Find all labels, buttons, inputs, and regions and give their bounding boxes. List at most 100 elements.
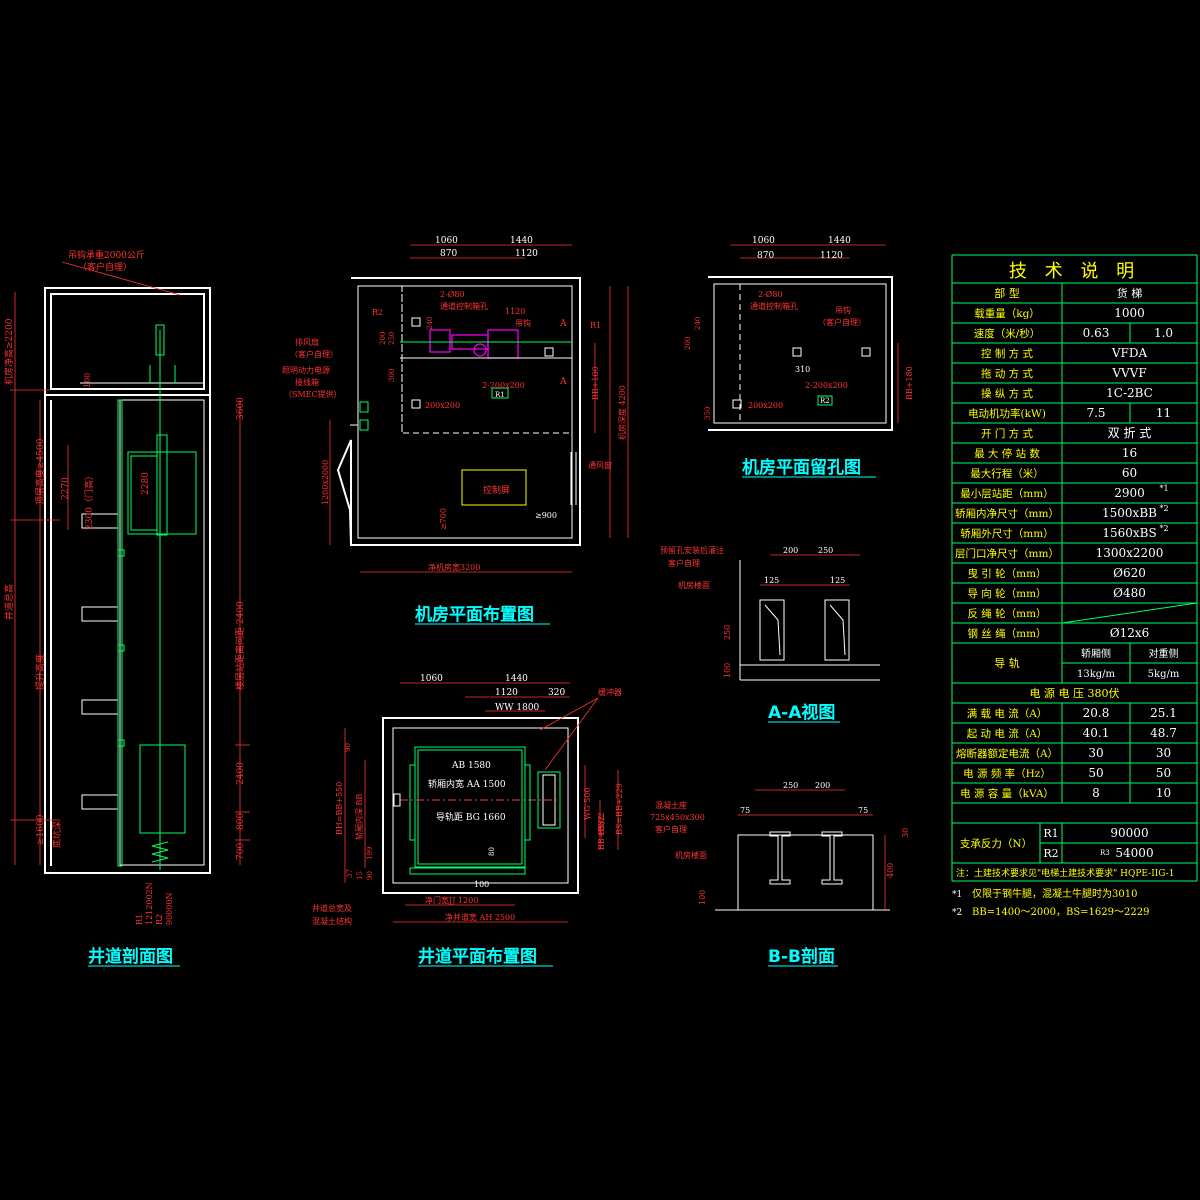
spec-row-label: 控 制 方 式 bbox=[981, 347, 1034, 360]
bb-label-75b: 75 bbox=[858, 806, 868, 815]
sp-label-90: 90 bbox=[344, 743, 352, 752]
sp-dim-1120: 1120 bbox=[495, 688, 518, 698]
spec-reaction-r1-value: 90000 bbox=[1110, 826, 1148, 840]
mr-dim-1120: 1120 bbox=[515, 249, 538, 259]
aa-label-125b: 125 bbox=[830, 576, 845, 585]
mh-label-customer: （客户自理） bbox=[818, 317, 866, 327]
spec-guide-rail-label: 导 轨 bbox=[994, 656, 1020, 670]
sp-label-100: 100 bbox=[474, 880, 489, 889]
control-cabinet bbox=[461, 469, 527, 506]
spec-row-value: 1300x2200 bbox=[1096, 546, 1164, 560]
mr-label-1200x2000: 1200x2000 bbox=[321, 460, 330, 505]
mr-label-junction: 接线箱 bbox=[295, 377, 319, 387]
spec-row-label: 层门口净尺寸（mm） bbox=[955, 547, 1059, 560]
spec-row-label: 开 门 方 式 bbox=[981, 427, 1034, 440]
machine-room-holes-title: 机房平面留孔图 bbox=[742, 457, 861, 478]
mh-label-control-hole: 通道控制箱孔 bbox=[750, 301, 798, 311]
bb-section-drawing: 混凝土座 725x450x300 客户自理 机房楼面 250 200 75 75… bbox=[650, 781, 910, 967]
spec-electric-value: 10 bbox=[1156, 786, 1171, 800]
spec-table-title: 技 术 说 明 bbox=[1009, 261, 1140, 282]
aa-label-200: 200 bbox=[783, 546, 798, 555]
mr-label-900: ≥900 bbox=[535, 511, 557, 520]
spec-reaction-r2: R2 bbox=[1043, 847, 1058, 860]
sp-label-concrete: 混凝土结构 bbox=[312, 916, 352, 926]
spec-row-value: Ø12x6 bbox=[1110, 626, 1150, 640]
elevator-car bbox=[127, 434, 197, 536]
sp-dim-ww: WW 1800 bbox=[495, 703, 540, 713]
machine-room-layout-title: 机房平面布置图 bbox=[415, 604, 534, 625]
spec-electric-value: 25.1 bbox=[1150, 706, 1177, 720]
sp-label-15: 15 bbox=[356, 871, 364, 880]
mr-label-r1: R1 bbox=[590, 321, 601, 330]
sp-label-199: 199 bbox=[366, 847, 374, 860]
shaft-label-pit: ≥1600 bbox=[36, 814, 46, 845]
aa-label-customer: 客户自理 bbox=[668, 558, 700, 568]
spec-row-label: 操 纵 方 式 bbox=[981, 387, 1034, 400]
spec-electric-value: 20.8 bbox=[1083, 706, 1110, 720]
spec-row-label: 最小层站距（mm） bbox=[960, 487, 1053, 500]
sp-label-buffer: 缓冲器 bbox=[598, 687, 622, 697]
shaft-section-drawing: 吊钩承重2000公斤 （客户自理） 机房净高≥2200 顶层高度≥4500 22… bbox=[3, 249, 250, 967]
spec-row-label: 轿厢外尺寸（mm） bbox=[960, 527, 1053, 540]
mr-label-a-bottom: A bbox=[559, 377, 567, 387]
mr-label-power: 照明动力电源 bbox=[282, 365, 330, 375]
mr-label-control-panel: 控制屏 bbox=[483, 484, 510, 496]
mh-label-r2: R2 bbox=[820, 397, 830, 405]
spec-row-note: *2 bbox=[1160, 524, 1169, 533]
spec-row-value: 7.5 bbox=[1086, 406, 1105, 420]
spec-row-label: 最 大 停 站 数 bbox=[974, 447, 1040, 460]
shaft-top-note-2: （客户自理） bbox=[78, 261, 132, 273]
mh-dim-1440: 1440 bbox=[828, 236, 851, 246]
bb-label-size: 725x450x300 bbox=[650, 813, 705, 822]
shaft-top-note: 吊钩承重2000公斤 bbox=[68, 249, 145, 261]
shaft-label-floor-distance: 楼层站距离间距 2400 bbox=[234, 601, 246, 690]
spec-reaction-r2-prefix: R3 bbox=[1100, 849, 1110, 857]
spec-row-label: 拖 动 方 式 bbox=[981, 367, 1034, 380]
sp-label-37: 37 bbox=[346, 869, 354, 878]
spec-row-value: Ø480 bbox=[1113, 586, 1146, 600]
sp-label-80: 80 bbox=[488, 847, 496, 856]
spec-electric-value: 30 bbox=[1156, 746, 1171, 760]
shaft-label-top-height: 顶层高度≥4500 bbox=[34, 438, 46, 505]
mr-label-300: 300 bbox=[388, 369, 396, 382]
shaft-label-r2: R2 bbox=[155, 914, 164, 925]
shaft-door-openings bbox=[81, 513, 119, 810]
spec-row-value: 1560xBS bbox=[1102, 526, 1156, 540]
mr-label-2-200x200: 2-200x200 bbox=[482, 381, 525, 390]
footnote-mark: *2 bbox=[952, 908, 962, 918]
sp-label-bs2: BS/2 bbox=[597, 816, 606, 835]
mr-label-control-hole: 通道控制箱孔 bbox=[440, 301, 488, 311]
spec-guide-car-val: 13kg/m bbox=[1077, 669, 1116, 680]
spec-row-label: 速度（米/秒） bbox=[974, 327, 1041, 340]
mr-label-depth: 机房深度 4200 bbox=[617, 385, 627, 440]
mh-label-240: 240 bbox=[694, 317, 702, 330]
spec-row-label: 曳 引 轮（mm） bbox=[967, 567, 1046, 580]
bb-label-100: 100 bbox=[698, 890, 707, 905]
machine-room-holes-drawing: 1060 1440 870 1120 2-Ø80 通道控制箱孔 吊钩 （客户自理… bbox=[684, 236, 914, 478]
bb-label-250: 250 bbox=[783, 781, 798, 790]
mr-label-bb180: BB+180 bbox=[591, 366, 600, 400]
spec-electric-value: 30 bbox=[1088, 746, 1103, 760]
table-diagonal bbox=[1061, 602, 1198, 624]
mh-label-2-80: 2-Ø80 bbox=[758, 290, 783, 299]
counterweight bbox=[139, 744, 186, 834]
spec-row-label: 钢 丝 绳（mm） bbox=[967, 627, 1046, 640]
mh-label-hook: 吊钩 bbox=[835, 305, 851, 315]
shaft-label-total-height: 井道总高 bbox=[3, 584, 15, 620]
spec-row-label: 轿厢内净尺寸（mm） bbox=[955, 507, 1059, 520]
spec-electric-value: 8 bbox=[1092, 786, 1100, 800]
bb-label-30: 30 bbox=[901, 828, 910, 838]
sp-label-wg: WG 500 bbox=[583, 788, 592, 820]
spec-row-value: 16 bbox=[1122, 446, 1137, 460]
spec-electric-label: 起 动 电 流（A） bbox=[967, 727, 1048, 740]
spec-guide-cw-side: 对重侧 bbox=[1149, 647, 1179, 660]
spec-row-value: 1000 bbox=[1114, 306, 1145, 320]
sp-label-bb: 轿厢内深 BB bbox=[354, 794, 364, 840]
spec-reaction-r2-value: 54000 bbox=[1115, 846, 1153, 860]
mh-label-200x200: 200x200 bbox=[748, 401, 783, 410]
sp-label-shaft-width: 净井道宽 AH 2500 bbox=[445, 912, 515, 922]
mr-label-250: 250 bbox=[388, 332, 396, 345]
aa-label-125a: 125 bbox=[764, 576, 779, 585]
sp-dim-1060: 1060 bbox=[420, 674, 443, 684]
